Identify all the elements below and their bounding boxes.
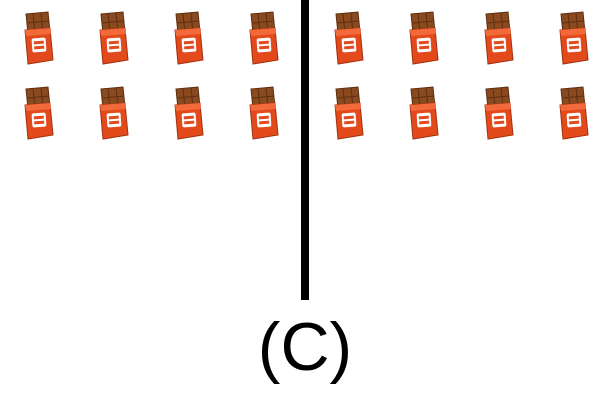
chocolate-bar-icon — [95, 85, 131, 141]
chocolate-bar-icon — [95, 10, 131, 66]
chocolate-bar-icon — [405, 85, 441, 141]
chocolate-bar-icon — [480, 85, 516, 141]
caption-label: (C) — [257, 309, 353, 385]
chocolate-bar-icon — [20, 85, 56, 141]
chocolate-bar-icon — [170, 10, 206, 66]
chocolate-bar-icon — [330, 85, 366, 141]
chocolate-bar-icon — [480, 10, 516, 66]
chocolate-bar-icon — [555, 85, 591, 141]
left-group — [0, 6, 300, 146]
chocolate-bar-icon — [20, 10, 56, 66]
chocolate-bar-icon — [330, 10, 366, 66]
divider-line — [301, 0, 309, 300]
right-group — [310, 6, 610, 146]
chocolate-bar-icon — [245, 10, 281, 66]
chocolate-bar-icon — [170, 85, 206, 141]
chocolate-bar-icon — [555, 10, 591, 66]
chocolate-bar-icon — [245, 85, 281, 141]
chocolate-bar-icon — [405, 10, 441, 66]
